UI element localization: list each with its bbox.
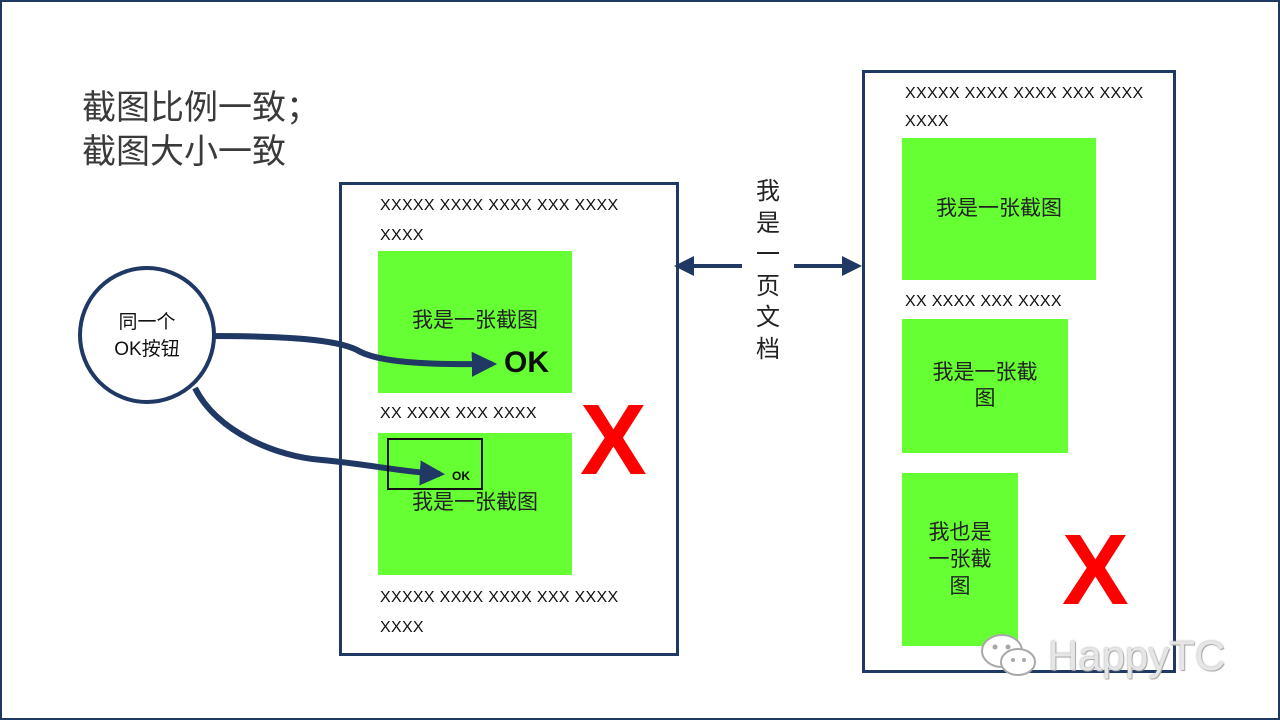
left-doc-top-text-1: XXXXX XXXX XXXX XXX XXXX [380,197,619,214]
right-screenshot-2-label-line-2: 图 [974,386,996,410]
page-label-char: 文 [756,303,780,331]
right-screenshot-1: 我是一张截图 [902,138,1096,280]
left-document: XXXXX XXXX XXXX XXX XXXX XXXX 我是一张截图 XX … [339,182,679,656]
right-screenshot-3-label-line-2: 一张截 [928,547,992,571]
watermark: HappyTC [978,630,1225,682]
title-line-1: 截图比例一致； [82,88,320,128]
wechat-icon [981,634,1036,676]
page-label-char: 一 [756,240,780,268]
right-doc-middle-text: XX XXXX XXX XXXX [905,293,1062,310]
same-ok-button-circle: 同一个 OK按钮 [78,266,216,404]
title-line-2: 截图大小一致 [82,132,286,172]
red-x-mark-right: X [1062,514,1129,626]
left-doc-bottom-text-2: XXXX [380,619,424,636]
right-screenshot-2: 我是一张截 图 [902,319,1068,453]
watermark-text: HappyTC [1048,632,1226,679]
page-label-char: 是 [756,208,780,237]
big-ok-label: OK [504,346,549,379]
left-doc-top-text-2: XXXX [380,227,424,244]
arrow-to-small-ok [192,386,446,486]
right-screenshot-1-label: 我是一张截图 [936,196,1062,220]
circle-label-line-2: OK按钮 [114,339,180,360]
right-screenshot-2-label-line-1: 我是一张截 [932,360,1038,384]
right-screenshot-3-label-line-3: 图 [949,574,971,598]
page-label-vertical: 我 是 一 页 文 档 [754,176,782,365]
page-label-char: 页 [756,271,780,300]
right-document: XXXXX XXXX XXXX XXX XXXX XXXX 我是一张截图 XX … [862,70,1176,673]
left-doc-bottom-text-1: XXXXX XXXX XXXX XXX XXXX [380,589,619,606]
right-doc-top-text-2: XXXX [905,113,949,130]
left-doc-middle-text: XX XXXX XXX XXXX [380,405,537,422]
circle-label-line-1: 同一个 [118,312,176,333]
small-ok-button-frame [387,438,483,490]
right-screenshot-3-label-line-1: 我也是 [928,520,992,544]
left-screenshot-2: 我是一张截图 [378,433,572,575]
left-screenshot-2-label: 我是一张截图 [412,490,538,514]
red-x-mark-left: X [580,384,647,496]
small-ok-label: OK [452,469,470,483]
right-doc-top-text-1: XXXXX XXXX XXXX XXX XXXX [905,85,1144,102]
page-label-char: 我 [756,177,780,205]
right-screenshot-3: 我也是 一张截 图 [902,473,1018,646]
left-screenshot-1-label: 我是一张截图 [412,308,538,332]
page-label-char: 档 [756,334,780,363]
arrow-to-big-ok [207,333,498,377]
